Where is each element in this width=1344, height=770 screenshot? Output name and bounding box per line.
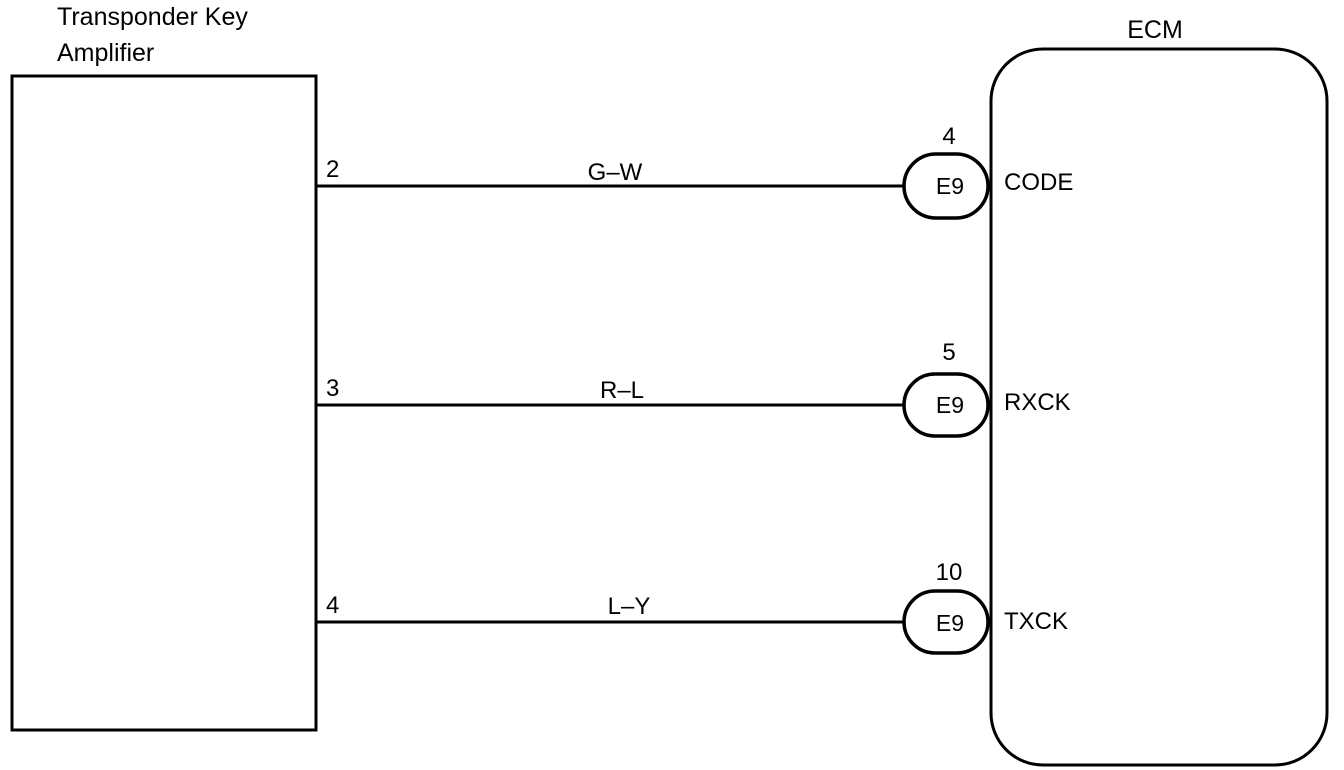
wire-circuit-2: 3 R–L 5 E9 RXCK [316,339,1071,438]
wire-circuit-1: 2 G–W 4 E9 CODE [316,123,1073,220]
connector-code: E9 [936,610,964,636]
amplifier-pin-number: 2 [326,156,339,183]
amplifier-pin-number: 4 [326,592,339,619]
wire-color-code: R–L [600,377,644,404]
connector-shape [902,372,990,438]
connector-shape [902,152,990,220]
wire-color-code: L–Y [608,593,651,620]
connector-shape [902,589,990,655]
ecm-pin-number: 5 [942,339,955,366]
ecm-pin-number: 10 [936,559,963,586]
ecm-signal-name: CODE [1004,169,1073,196]
amplifier-title-line1: Transponder Key [57,3,248,31]
connector-code: E9 [936,173,964,199]
amplifier-pin-number: 3 [326,375,339,402]
ecm-signal-name: RXCK [1004,389,1071,416]
wire-color-code: G–W [588,159,643,186]
ecm-title: ECM [1127,16,1183,44]
ecm-pin-number: 4 [942,123,955,150]
amplifier-box [10,74,318,732]
wire-circuit-3: 4 L–Y 10 E9 TXCK [316,559,1068,655]
ecm-box [989,47,1329,767]
amplifier-title-line2: Amplifier [57,39,154,67]
connector-code: E9 [936,392,964,418]
ecm-signal-name: TXCK [1004,608,1068,635]
